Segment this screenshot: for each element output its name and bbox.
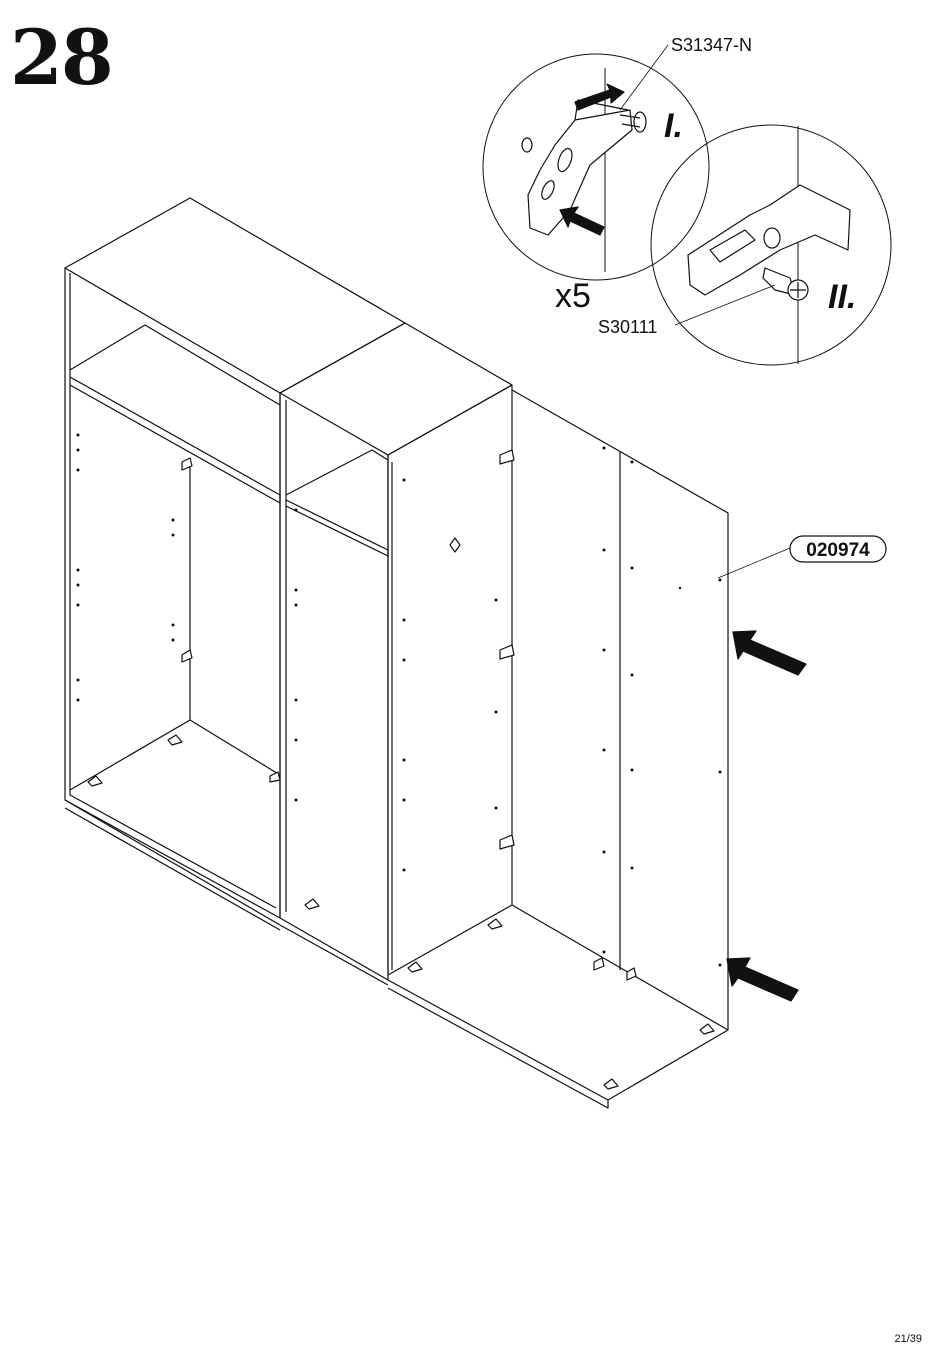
panel-part-code: 020974 bbox=[806, 540, 870, 561]
page-number: 21/39 bbox=[894, 1333, 922, 1345]
